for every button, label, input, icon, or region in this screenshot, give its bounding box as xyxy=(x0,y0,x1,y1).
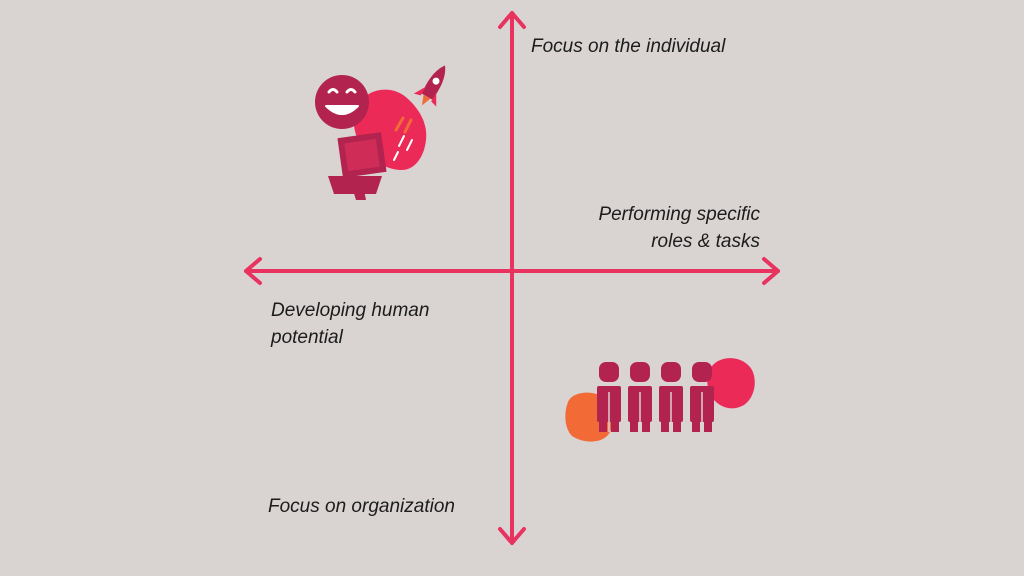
rocket-shape xyxy=(413,65,446,107)
team-people-icon xyxy=(565,358,755,442)
pink-blob-shape xyxy=(707,358,755,409)
axis-label-right-line-1: Performing specific xyxy=(598,204,760,225)
axis-label-top-text: Focus on the individual xyxy=(531,36,726,57)
rocket-person-icon xyxy=(315,65,446,200)
axis-label-right-line-2: roles & tasks xyxy=(651,231,760,252)
axis-label-left: Developing human potential xyxy=(271,297,511,351)
axis-label-left-line-1: Developing human xyxy=(271,300,430,321)
axis-label-top: Focus on the individual xyxy=(531,33,725,60)
axis-label-right: Performing specific roles & tasks xyxy=(540,201,760,255)
arrow-right-icon xyxy=(762,257,780,285)
axis-label-bottom-text: Focus on organization xyxy=(268,496,455,517)
axis-label-bottom: Focus on organization xyxy=(268,493,455,520)
arrow-up-icon xyxy=(498,11,526,29)
arrow-left-icon xyxy=(244,257,262,285)
axis-label-left-line-2: potential xyxy=(271,327,343,348)
arrow-down-icon xyxy=(498,527,526,545)
